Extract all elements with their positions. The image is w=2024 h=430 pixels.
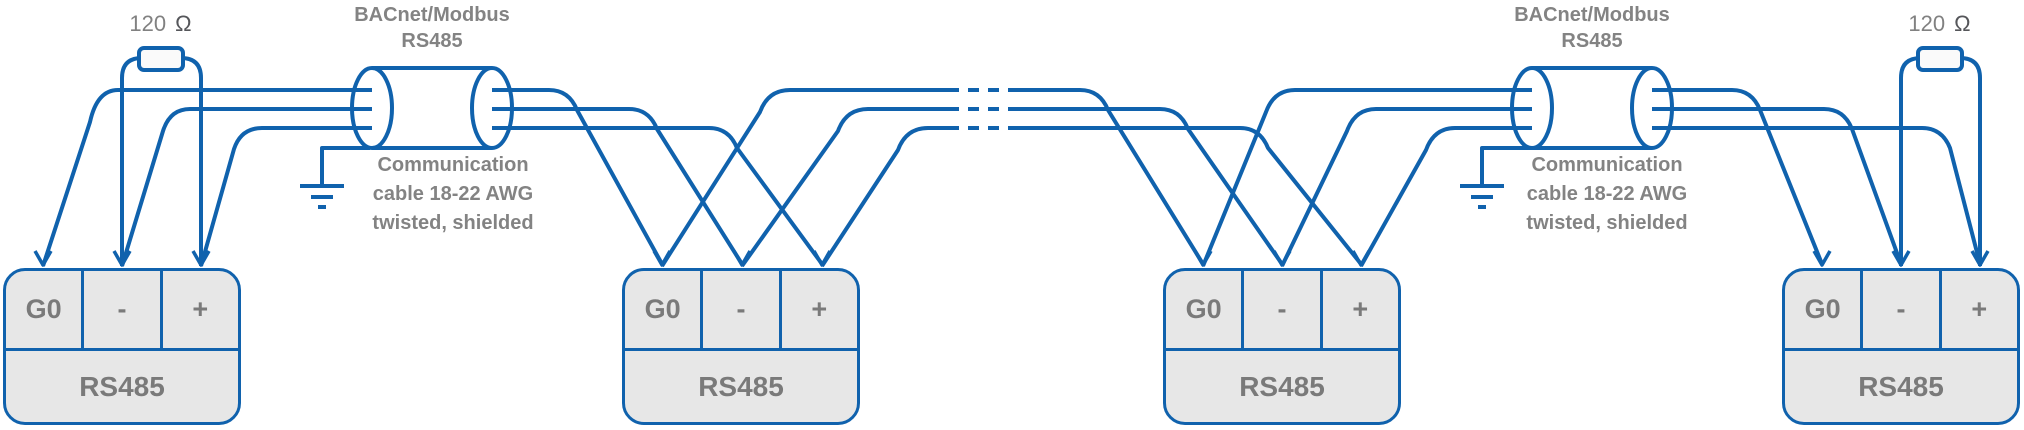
terminal-g0: G0: [1185, 294, 1222, 324]
terminal-block-2: G0 - + RS485: [622, 268, 860, 425]
terminal-plus: +: [1938, 271, 2017, 348]
terminal-g0: G0: [644, 294, 681, 324]
terminal-g0: G0: [1804, 294, 1841, 324]
bus-segment-2: [660, 88, 948, 268]
bus-title-line2: RS485: [401, 30, 463, 52]
cable-note-line1: Communication: [1531, 154, 1683, 176]
bus-break-dashes: [948, 88, 1018, 130]
shield-cylinder-left: [350, 66, 514, 150]
device1-g0-wire: [41, 88, 372, 267]
terminal-plus: +: [159, 271, 238, 348]
cable-note-right: Communication cable 18-22 AWG twisted, s…: [1477, 151, 1737, 238]
device1-minus-wire: [120, 107, 372, 267]
terminal-minus: -: [81, 271, 159, 348]
port-label: RS485: [79, 370, 165, 402]
terminal-row: G0 - +: [625, 271, 857, 351]
shield-cylinder-right: [1510, 66, 1674, 150]
termination-resistor-right: [1916, 46, 1964, 72]
bus-title-line1: BACnet/Modbus: [1514, 4, 1670, 26]
bus-segment-4: [1201, 88, 1532, 267]
port-label: RS485: [698, 370, 784, 402]
terminal-row: G0 - +: [1785, 271, 2017, 351]
ohm-unit: Ω: [170, 10, 197, 37]
resistor-value: 120: [1908, 11, 1946, 36]
device1-plus-wire: [199, 126, 372, 267]
terminal-block-1: G0 - + RS485: [3, 268, 241, 425]
cable-note-line2: cable 18-22 AWG: [372, 183, 534, 205]
resistor-value: 120: [129, 11, 167, 36]
terminal-row: G0 - +: [6, 271, 238, 351]
bus-title-line1: BACnet/Modbus: [354, 4, 510, 26]
bus-title-line2: RS485: [1561, 30, 1623, 52]
terminal-minus: -: [1241, 271, 1319, 348]
port-label: RS485: [1239, 370, 1325, 402]
port-label: RS485: [1858, 370, 1944, 402]
terminal-plus: +: [1319, 271, 1398, 348]
ground-symbol-left: [300, 146, 370, 209]
cable-note-line1: Communication: [377, 154, 529, 176]
cable-note-line3: twisted, shielded: [372, 212, 534, 234]
terminal-plus: +: [778, 271, 857, 348]
termination-resistor-left: [137, 46, 185, 72]
terminal-arrows: [33, 250, 1990, 267]
bus-title-left: BACnet/Modbus RS485: [302, 2, 562, 54]
device1-wires: [41, 46, 372, 267]
terminal-minus: -: [700, 271, 778, 348]
ohm-unit: Ω: [1949, 10, 1976, 37]
bus-segment-5: [1652, 88, 1982, 265]
terminal-block-4: G0 - + RS485: [1782, 268, 2020, 425]
cable-note-left: Communication cable 18-22 AWG twisted, s…: [323, 151, 583, 238]
ground-symbol-right: [1460, 146, 1534, 209]
cable-note-line3: twisted, shielded: [1526, 212, 1688, 234]
bus-segment-3: [1018, 88, 1363, 266]
terminal-minus: -: [1860, 271, 1938, 348]
termination-arch-right: [1899, 56, 1982, 266]
terminal-g0: G0: [25, 294, 62, 324]
terminal-block-3: G0 - + RS485: [1163, 268, 1401, 425]
cable-note-line2: cable 18-22 AWG: [1526, 183, 1688, 205]
device4-wires: [1899, 46, 1982, 266]
bus-title-right: BACnet/Modbus RS485: [1462, 2, 1722, 54]
terminal-row: G0 - +: [1166, 271, 1398, 351]
